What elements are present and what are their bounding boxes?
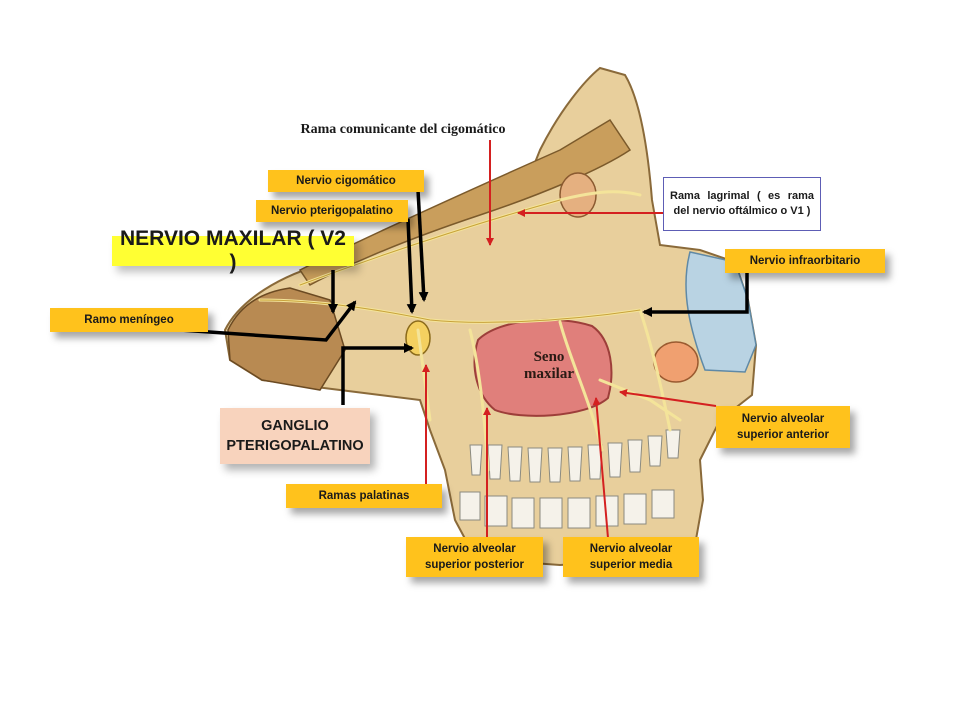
label-nervio-pterigopalatino: Nervio pterigopalatino xyxy=(256,200,408,222)
label-nervio-alveolar-media: Nervio alveolar superior media xyxy=(563,537,699,577)
red-arrows xyxy=(422,140,717,539)
label-nervio-maxilar: NERVIO MAXILAR ( V2 ) xyxy=(112,227,354,274)
label-seno-maxilar: Seno maxilar xyxy=(524,349,574,382)
label-nervio-alveolar-posterior: Nervio alveolar superior posterior xyxy=(406,537,543,577)
label-nervio-alveolar-anterior: Nervio alveolar superior anterior xyxy=(716,406,850,448)
label-ramo-meningeo: Ramo meníngeo xyxy=(50,308,208,332)
skull-illustration xyxy=(223,66,758,567)
label-nervio-cigomatico: Nervio cigomático xyxy=(268,170,424,192)
label-ganglio-pterigopalatino: GANGLIO PTERIGOPALATINO xyxy=(220,408,370,464)
black-arrows xyxy=(179,189,749,405)
label-rama-lagrimal: Rama lagrimal ( es rama del nervio oftál… xyxy=(663,177,821,231)
label-nervio-infraorbitario: Nervio infraorbitario xyxy=(725,249,885,273)
label-ramas-palatinas: Ramas palatinas xyxy=(286,484,442,508)
label-rama-comunicante: Rama comunicante del cigomático xyxy=(300,122,506,137)
